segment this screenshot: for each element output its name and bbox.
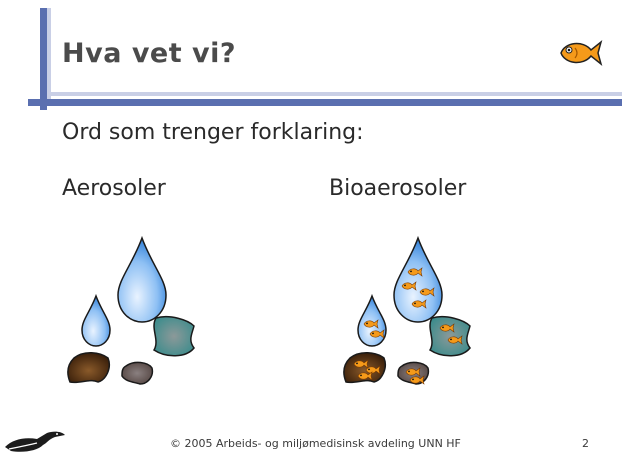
large-drop <box>393 235 443 323</box>
page-number: 2 <box>582 437 589 450</box>
large-drop <box>117 235 167 323</box>
aerosol-illustration <box>67 235 195 385</box>
teal-particle <box>428 315 471 357</box>
dark-particle <box>343 352 386 384</box>
slide-title: Hva vet vi? <box>62 38 237 69</box>
label-aerosoler: Aerosoler <box>62 176 166 201</box>
accent-bar-vertical <box>40 8 47 110</box>
grey-particle <box>121 361 154 385</box>
footer: © 2005 Arbeids- og miljømedisinsk avdeli… <box>0 430 622 459</box>
slide-subtitle: Ord som trenger forklaring: <box>62 120 364 145</box>
goldfish-icon <box>560 39 603 67</box>
bird-icon <box>5 431 65 452</box>
teal-particle <box>152 315 195 357</box>
accent-bar-horizontal <box>28 99 622 106</box>
accent-bar-vertical-light <box>47 8 51 103</box>
label-bioaerosoler: Bioaerosoler <box>329 176 467 201</box>
dark-particle <box>67 352 110 384</box>
accent-bar-horizontal-light <box>47 92 622 96</box>
small-drop <box>81 293 111 347</box>
footer-copyright: © 2005 Arbeids- og miljømedisinsk avdeli… <box>170 437 461 450</box>
bioaerosol-illustration <box>343 235 471 385</box>
